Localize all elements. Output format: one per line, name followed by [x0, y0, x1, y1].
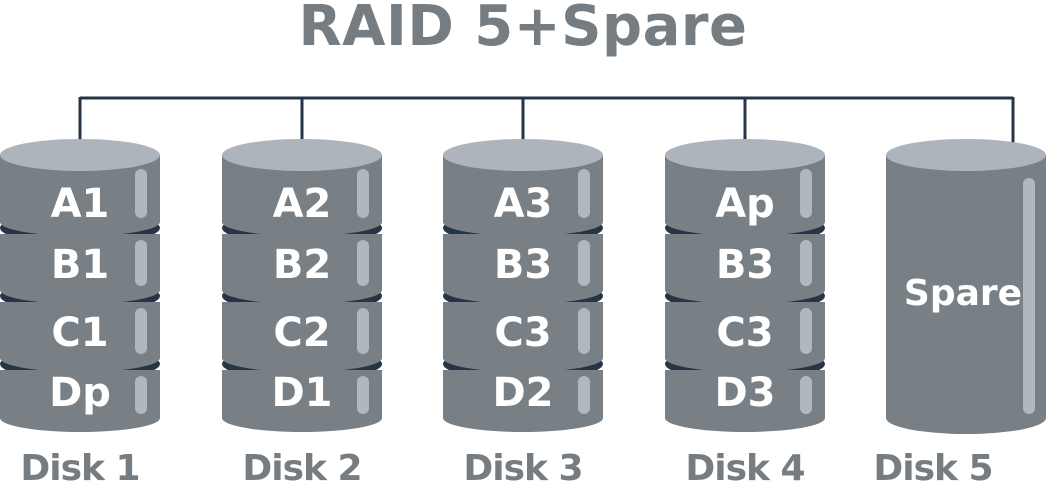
disk-label: Disk 1: [20, 448, 140, 489]
disk-1: Dp C1 B1 A1: [0, 139, 160, 432]
disk-label: Disk 3: [463, 448, 583, 489]
block-label: C1: [51, 310, 108, 356]
platter-b1: B1: [0, 212, 160, 304]
platter-highlight: [800, 376, 812, 414]
platter-bottom: [0, 344, 160, 372]
platter-highlight: [800, 308, 812, 354]
disk-top: [222, 139, 382, 171]
disk-top: [443, 139, 603, 171]
disk-4: D3 C3 B3 Ap: [665, 139, 825, 432]
platter-highlight: [578, 240, 590, 286]
connection-bus: [78, 96, 1015, 155]
platter-bottom: [222, 208, 382, 236]
disk-bottom: [886, 402, 1046, 434]
disk-2: D1 C2 B2 A2: [222, 139, 382, 432]
disk-body: [886, 155, 1046, 418]
block-label: Spare: [904, 273, 1022, 314]
disk-3: D2 C3 B3 A3: [443, 139, 603, 432]
block-label: A2: [273, 181, 332, 227]
disk-top: [886, 139, 1046, 171]
block-label: D1: [271, 370, 332, 416]
platter-bottom: [443, 276, 603, 304]
platter-highlight: [357, 308, 369, 354]
platter-b3: B3: [665, 212, 825, 304]
disk-label: Disk 2: [242, 448, 362, 489]
platter-highlight: [800, 169, 812, 218]
block-label: B1: [51, 242, 109, 288]
platter-ap: Ap: [665, 139, 825, 236]
block-label: B3: [716, 242, 774, 288]
platter-bottom: [222, 404, 382, 432]
platter-bottom: [665, 404, 825, 432]
platter-a1: A1: [0, 139, 160, 236]
block-label: B2: [273, 242, 331, 288]
diagram-title: RAID 5+Spare: [298, 0, 748, 59]
platter-bottom: [443, 208, 603, 236]
block-label: A1: [51, 181, 110, 227]
platter-highlight: [578, 169, 590, 218]
disk-highlight: [1023, 178, 1035, 414]
disk-top: [0, 139, 160, 171]
disk-top: [665, 139, 825, 171]
block-label: D3: [714, 370, 775, 416]
platter-bottom: [665, 208, 825, 236]
disk-label: Disk 4: [685, 448, 805, 489]
block-label: C2: [273, 310, 330, 356]
platter-highlight: [578, 376, 590, 414]
platter-bottom: [0, 276, 160, 304]
disk-5: Spare: [886, 139, 1046, 434]
block-label: Dp: [49, 370, 111, 416]
platter-bottom: [0, 208, 160, 236]
platter-highlight: [135, 376, 147, 414]
platter-highlight: [357, 240, 369, 286]
disk-label: Disk 5: [873, 448, 993, 489]
platter-highlight: [135, 308, 147, 354]
block-label: A3: [494, 181, 553, 227]
platter-a3: A3: [443, 139, 603, 236]
platter-highlight: [800, 240, 812, 286]
platter-highlight: [357, 376, 369, 414]
platter-bottom: [665, 344, 825, 372]
platter-bottom: [0, 404, 160, 432]
platter-bottom: [443, 404, 603, 432]
block-label: Ap: [715, 181, 775, 227]
block-label: C3: [494, 310, 551, 356]
block-label: C3: [716, 310, 773, 356]
platter-highlight: [135, 240, 147, 286]
platter-highlight: [578, 308, 590, 354]
platter-highlight: [357, 169, 369, 218]
platter-bottom: [222, 276, 382, 304]
platter-a2: A2: [222, 139, 382, 236]
platter-bottom: [665, 276, 825, 304]
block-label: B3: [494, 242, 552, 288]
platter-bottom: [222, 344, 382, 372]
platter-highlight: [135, 169, 147, 218]
platter-bottom: [443, 344, 603, 372]
block-label: D2: [492, 370, 553, 416]
